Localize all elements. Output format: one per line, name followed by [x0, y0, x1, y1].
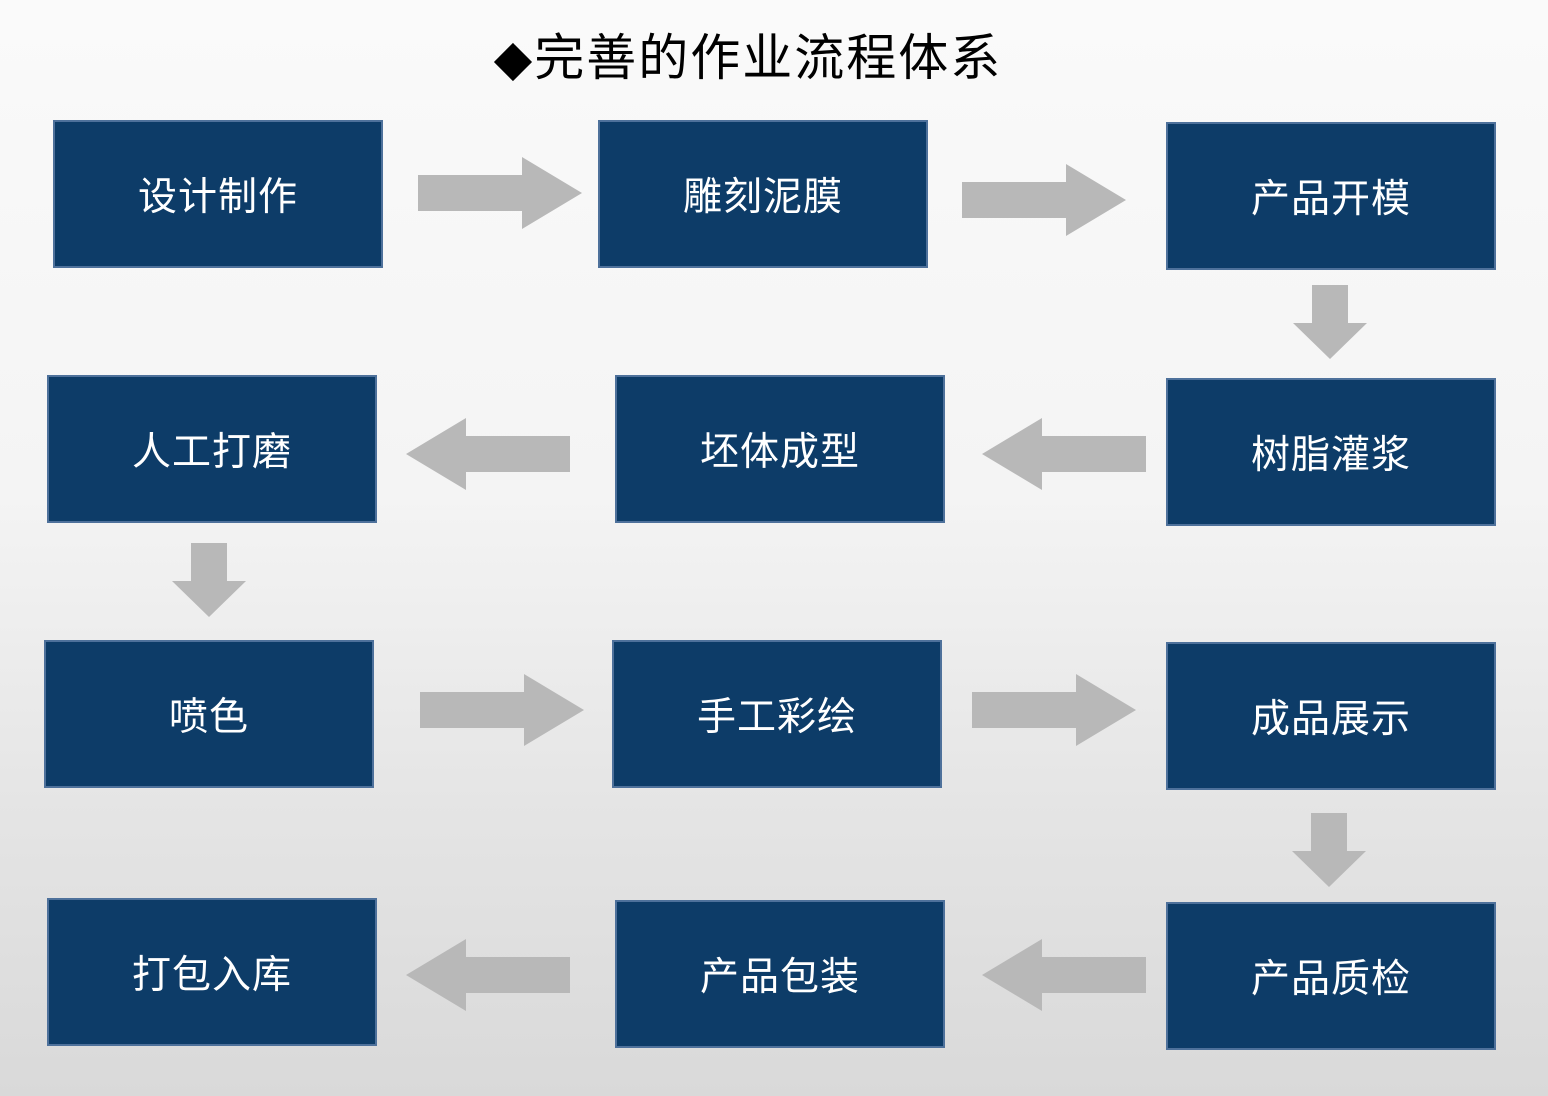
flow-step-label: 树脂灌浆 — [1250, 434, 1411, 477]
flow-step-label: 产品开模 — [1250, 178, 1411, 221]
flow-step-label: 打包入库 — [131, 954, 292, 997]
flow-step-mold-making: 产品开模 — [1166, 122, 1496, 270]
page-title: ◆完善的作业流程体系 — [493, 29, 1003, 87]
flow-step-manual-polishing: 人工打磨 — [47, 375, 377, 523]
arrow-left-icon — [406, 418, 570, 490]
arrow-right-icon — [962, 164, 1126, 236]
flow-step-quality-inspection: 产品质检 — [1166, 902, 1496, 1050]
flow-step-label: 雕刻泥膜 — [682, 176, 843, 219]
flow-step-hand-painting: 手工彩绘 — [612, 640, 942, 788]
flow-step-spray-coloring: 喷色 — [44, 640, 374, 788]
flow-step-clay-carving: 雕刻泥膜 — [598, 120, 928, 268]
flow-step-label: 喷色 — [168, 696, 249, 739]
flow-step-packaging: 产品包装 — [615, 900, 945, 1048]
arrow-left-icon — [982, 939, 1146, 1011]
arrow-right-icon — [418, 157, 582, 229]
arrow-right-icon — [420, 674, 584, 746]
arrow-right-icon — [972, 674, 1136, 746]
flow-step-label: 设计制作 — [137, 176, 298, 219]
flow-step-label: 产品质检 — [1250, 958, 1411, 1001]
flow-step-warehousing: 打包入库 — [47, 898, 377, 1046]
flow-step-label: 成品展示 — [1250, 698, 1411, 741]
arrow-down-icon — [1292, 813, 1366, 887]
arrow-left-icon — [406, 939, 570, 1011]
flow-step-label: 产品包装 — [699, 956, 860, 999]
flow-step-blank-forming: 坯体成型 — [615, 375, 945, 523]
flow-step-label: 手工彩绘 — [696, 696, 857, 739]
flow-step-product-display: 成品展示 — [1166, 642, 1496, 790]
arrow-down-icon — [1293, 285, 1367, 359]
arrow-left-icon — [982, 418, 1146, 490]
flow-step-design: 设计制作 — [53, 120, 383, 268]
flow-step-resin-grouting: 树脂灌浆 — [1166, 378, 1496, 526]
flow-step-label: 坯体成型 — [699, 431, 860, 474]
arrow-down-icon — [172, 543, 246, 617]
flow-step-label: 人工打磨 — [131, 431, 292, 474]
